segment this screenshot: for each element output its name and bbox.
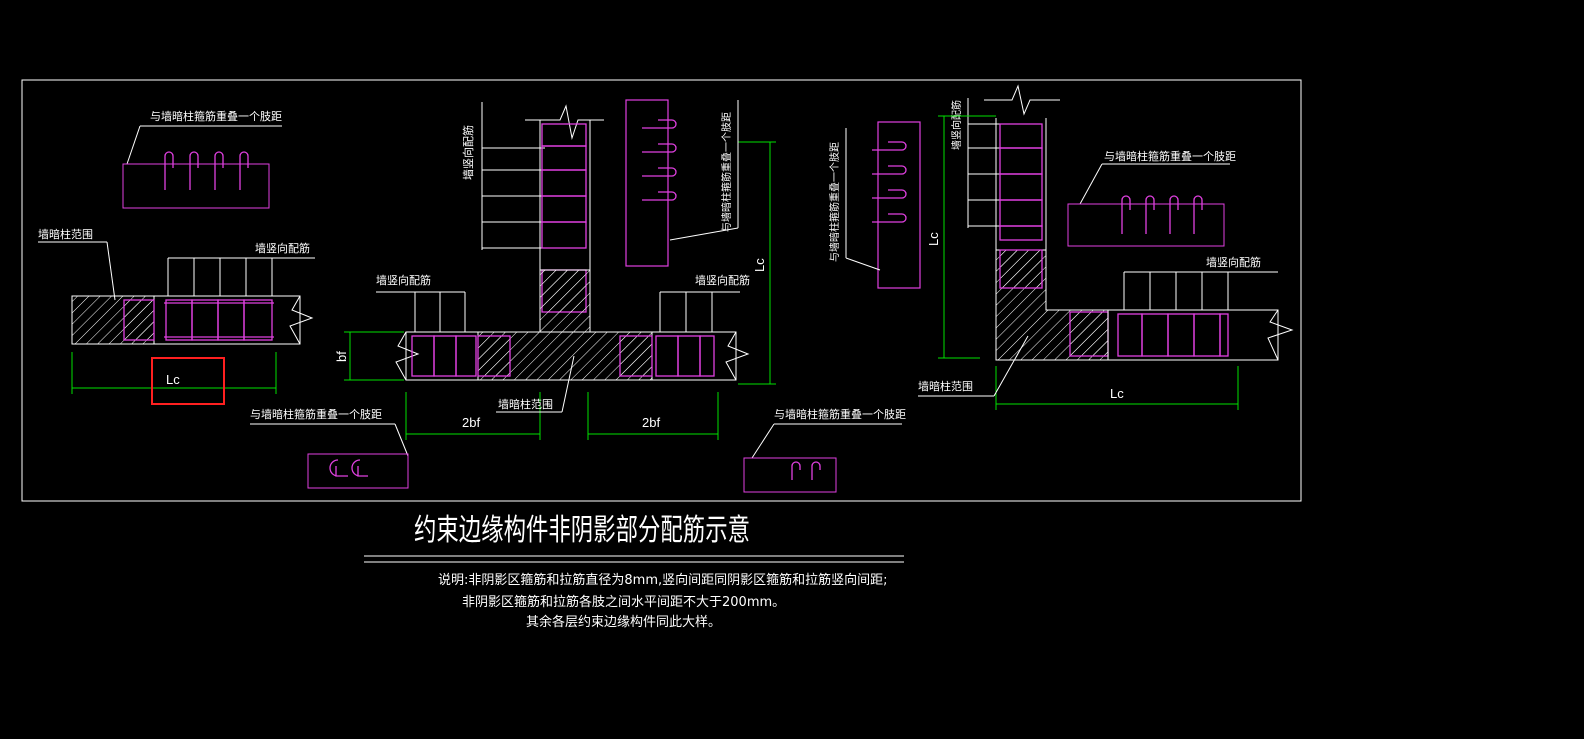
overlap-label-1: 与墙暗柱箍筋重叠一个肢距 (150, 109, 282, 123)
note-line-2: 非阴影区箍筋和拉筋各肢之间水平间距不大于200mm。 (462, 594, 785, 610)
drawing-title: 约束边缘构件非阴影部分配筋示意 (414, 513, 750, 548)
detail-straight-wall: 与墙暗柱箍筋重叠一个肢距 墙暗柱范围 墙竖向配筋 (38, 109, 315, 405)
vertical-bars-label-3: 墙竖向配筋 (376, 273, 431, 287)
column-range-label-3: 墙暗柱范围 (918, 379, 973, 393)
vertical-bars-label-2: 墙竖向配筋 (461, 125, 475, 180)
bf-label: bf (334, 351, 349, 362)
two-bf-label-2: 2bf (642, 415, 660, 430)
column-range-label-1: 墙暗柱范围 (38, 227, 93, 241)
overlap-label-2: 与墙暗柱箍筋重叠一个肢距 (720, 112, 733, 232)
overlap-label-4: 与墙暗柱箍筋重叠一个肢距 (774, 407, 906, 421)
detail-l-wall: 墙竖向配筋 墙竖向配筋 (828, 84, 1294, 410)
two-bf-label-1: 2bf (462, 415, 480, 430)
overlap-label-6: 与墙暗柱箍筋重叠一个肢距 (1104, 149, 1236, 163)
vertical-bars-label-5: 墙竖向配筋 (950, 100, 963, 150)
note-line-1: 说明:非阴影区箍筋和拉筋直径为8mm,竖向间距同阴影区箍筋和拉筋竖向间距; (438, 572, 888, 588)
vertical-bars-label-6: 墙竖向配筋 (1206, 255, 1261, 269)
vertical-bars-label-4: 墙竖向配筋 (695, 273, 750, 287)
column-range-label-2: 墙暗柱范围 (498, 397, 553, 411)
lc-label-1: Lc (166, 372, 180, 387)
overlap-label-5: 与墙暗柱箍筋重叠一个肢距 (828, 142, 841, 262)
tie-hooks-1 (164, 151, 249, 190)
lc-label-4: Lc (1110, 386, 1124, 401)
dimension-lc-1 (71, 352, 277, 394)
detail-t-wall: 墙竖向配筋 墙竖向配筋 (250, 99, 906, 493)
lc-label-3: Lc (926, 232, 941, 246)
lc-label-2: Lc (752, 258, 767, 272)
highlight-box (151, 357, 225, 405)
tie-detail-box-1 (122, 163, 270, 209)
vertical-bars-label-1: 墙竖向配筋 (255, 241, 310, 255)
drawing-frame (21, 79, 1302, 502)
note-line-3: 其余各层约束边缘构件同此大样。 (526, 614, 721, 630)
stirrups-1 (164, 299, 274, 341)
overlap-label-3: 与墙暗柱箍筋重叠一个肢距 (250, 407, 382, 421)
